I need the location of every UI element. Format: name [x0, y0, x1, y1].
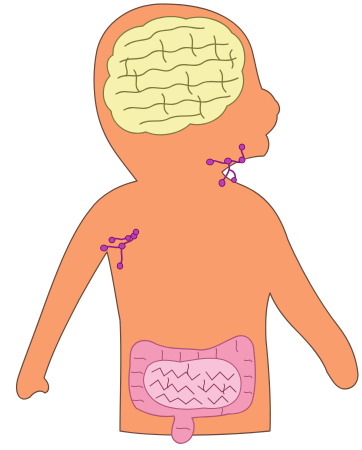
diagram-canvas: [0, 0, 362, 450]
body-diagram: [0, 0, 362, 450]
